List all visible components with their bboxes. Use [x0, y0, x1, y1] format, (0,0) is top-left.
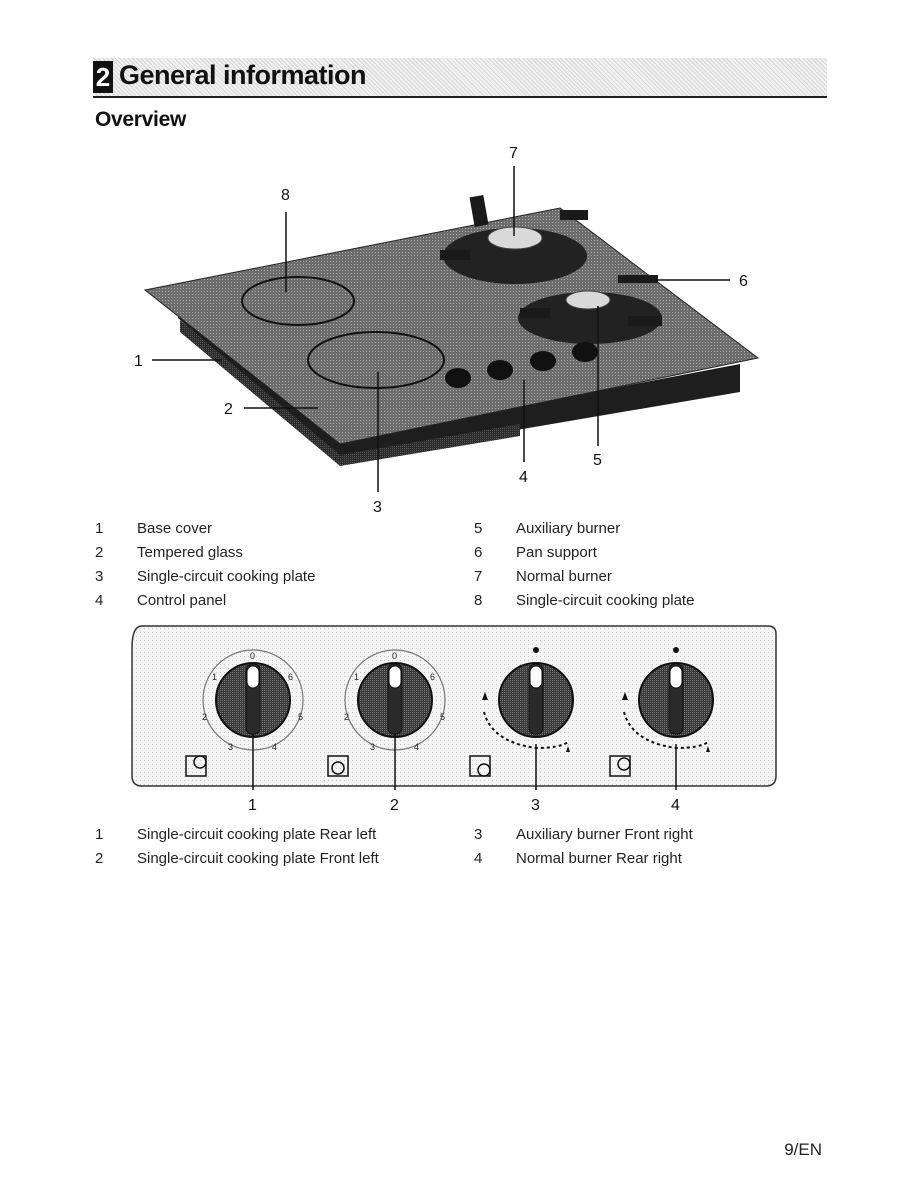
dial-mark: 1 — [212, 672, 217, 682]
hotplate-knob-rear-left: 0 1 2 3 4 5 6 — [185, 649, 304, 777]
dial-mark: 3 — [370, 742, 375, 752]
chapter-title: General information — [119, 60, 367, 90]
hotplate-knob-front-left: 0 1 2 3 4 5 6 — [327, 649, 446, 777]
callout-3: 3 — [373, 499, 382, 516]
chapter-number: 2 — [93, 61, 113, 93]
callout-6: 6 — [739, 273, 748, 290]
chapter-header: 2 General information — [93, 58, 827, 98]
callout-8: 8 — [281, 187, 290, 204]
dial-mark: 2 — [344, 712, 349, 722]
callout-7: 7 — [509, 145, 518, 162]
panel-callout-2: 2 — [390, 797, 399, 814]
dial-mark: 5 — [298, 712, 303, 722]
dial-mark: 2 — [202, 712, 207, 722]
hob-glass-top — [143, 207, 760, 445]
hob-illustration: 1 2 3 4 5 6 7 8 — [134, 145, 760, 516]
control-panel-illustration: 0 1 2 3 4 5 6 0 1 2 3 4 5 6 — [131, 625, 777, 814]
dial-mark: 6 — [430, 672, 435, 682]
page-number: 9/EN — [784, 1140, 822, 1159]
section-title: Overview — [95, 108, 186, 131]
panel-callout-4: 4 — [671, 797, 680, 814]
hob-front-edge — [178, 300, 740, 460]
normal-burner — [440, 195, 588, 284]
hob-knobs — [445, 342, 598, 388]
callout-2: 2 — [224, 401, 233, 418]
callout-5: 5 — [593, 452, 602, 469]
dial-mark: 3 — [228, 742, 233, 752]
dial-mark: 1 — [354, 672, 359, 682]
dial-mark: 4 — [272, 742, 277, 752]
dial-mark: 0 — [250, 651, 255, 661]
rear-left-hotplate — [241, 276, 355, 326]
front-left-hotplate — [307, 331, 445, 389]
dial-mark: 4 — [414, 742, 419, 752]
callout-1: 1 — [134, 353, 143, 370]
burner-knob-front-right — [469, 647, 574, 777]
dial-mark: 0 — [392, 651, 397, 661]
panel-callout-1: 1 — [248, 797, 257, 814]
dial-mark: 6 — [288, 672, 293, 682]
control-panel-outline — [131, 625, 777, 787]
auxiliary-burner — [518, 275, 662, 344]
panel-callout-3: 3 — [531, 797, 540, 814]
dial-mark: 5 — [440, 712, 445, 722]
callout-4: 4 — [519, 469, 528, 486]
